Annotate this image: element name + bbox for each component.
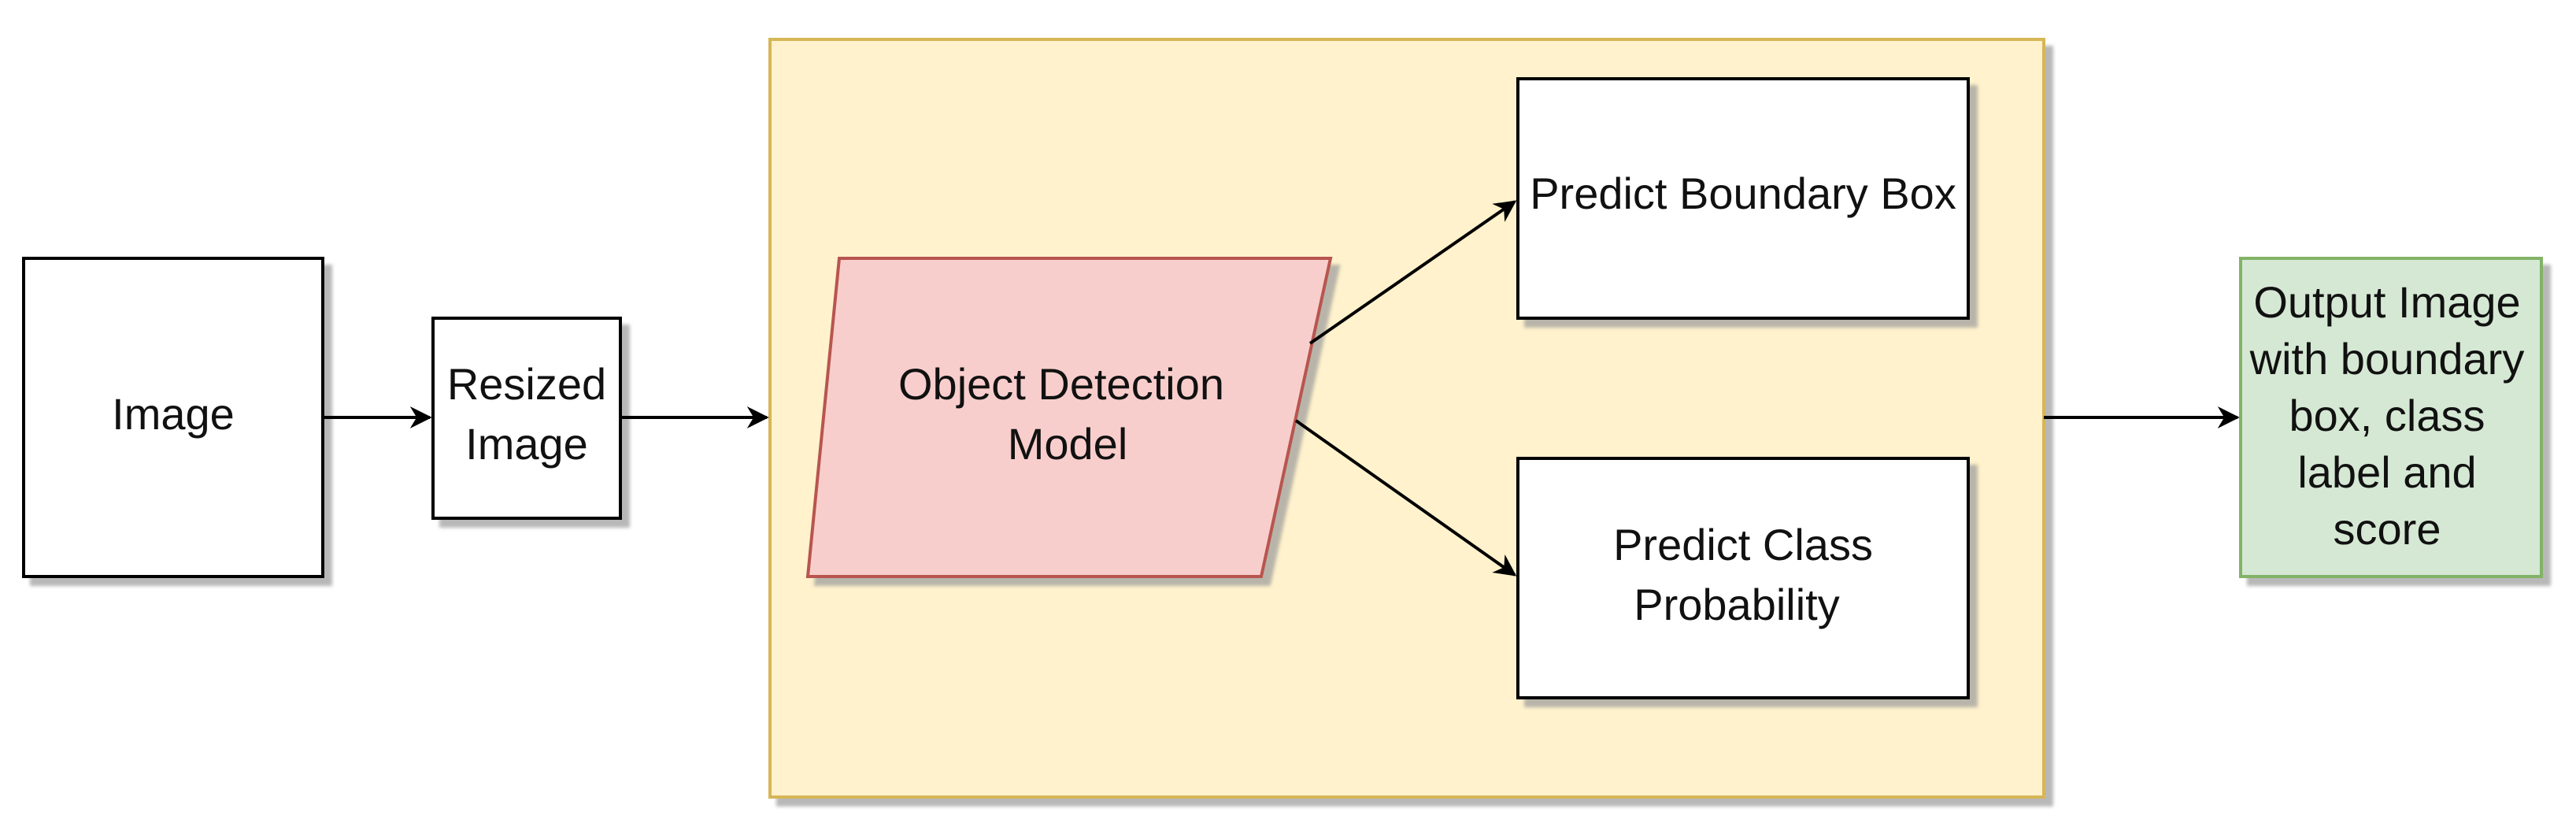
resized-image-label-line-1: Resized xyxy=(447,359,606,409)
output-label-line-4: label and xyxy=(2297,447,2476,497)
model-label-line-1: Object Detection xyxy=(898,359,1224,409)
predict-boundary-box-label: Predict Boundary Box xyxy=(1530,169,1956,218)
resized-image-node: Resized Image xyxy=(431,317,622,520)
predict-boundary-box-node: Predict Boundary Box xyxy=(1516,77,1970,320)
output-image-node: Output Image with boundary box, class la… xyxy=(2239,257,2543,578)
object-detection-model-node: Object Detection Model xyxy=(805,257,1333,578)
output-label-line-2: with boundary xyxy=(2249,334,2525,384)
image-node-label: Image xyxy=(112,389,235,439)
predict-class-probability-node: Predict Class Probability xyxy=(1516,457,1970,699)
output-label-line-5: score xyxy=(2334,504,2441,554)
output-label-line-1: Output Image xyxy=(2253,277,2520,327)
model-label-line-2: Model xyxy=(1008,419,1128,469)
arrow-model-to-boundary-box xyxy=(1308,200,1517,345)
predict-class-probability-label-line-2: Probability xyxy=(1634,580,1839,629)
predict-class-probability-label-line-1: Predict Class xyxy=(1613,520,1873,569)
image-node: Image xyxy=(22,257,324,578)
resized-image-label-line-2: Image xyxy=(465,419,588,469)
output-label-line-3: box, class xyxy=(2289,391,2485,440)
arrow-model-to-class-probability xyxy=(1294,419,1517,577)
